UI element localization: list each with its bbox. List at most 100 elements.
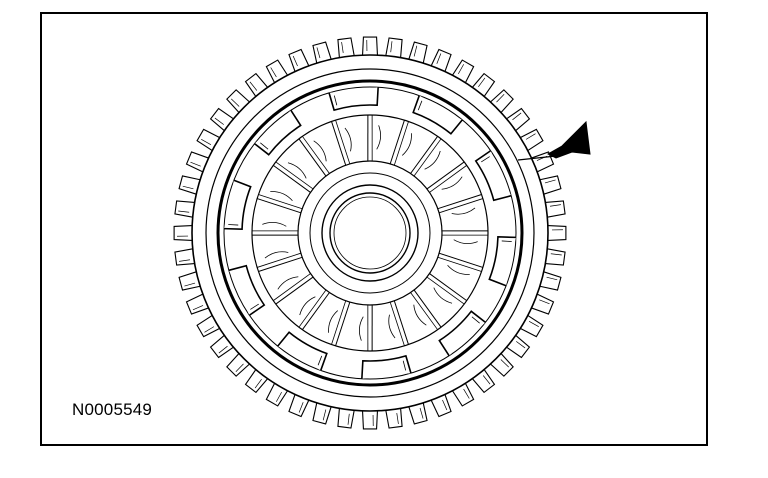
hub-rib <box>437 256 482 272</box>
rib-contour <box>264 251 289 259</box>
tab-edge <box>481 156 490 163</box>
tooth-shading <box>184 282 196 287</box>
spline-tooth <box>490 89 514 113</box>
tooth-shading <box>525 133 536 140</box>
drive-tabs <box>224 87 516 379</box>
tooth-shading <box>396 412 399 424</box>
hub-rib <box>410 292 438 330</box>
figure-id-label: N0005549 <box>72 400 153 419</box>
tooth-shading <box>549 204 561 207</box>
hub-rib <box>410 136 439 174</box>
tab-edge <box>471 316 480 324</box>
tab-edge <box>501 240 512 242</box>
hub-rib <box>298 289 327 328</box>
tooth-shading <box>254 379 262 389</box>
rib-detail <box>262 125 478 341</box>
tooth-shading <box>182 185 194 190</box>
tooth-shading <box>458 64 464 75</box>
tooth-shading <box>192 305 204 311</box>
hub-rib <box>331 121 347 166</box>
spline-tooth <box>531 151 555 173</box>
rib-contour <box>413 304 427 326</box>
spline-tooth <box>226 353 250 377</box>
hub-rib <box>389 119 405 165</box>
spline-tooth <box>196 128 220 151</box>
spline-tooth <box>337 408 355 429</box>
tab-edge <box>333 95 338 106</box>
hub-rib <box>275 161 314 190</box>
tooth-shading <box>436 53 442 64</box>
tab-edge <box>317 355 323 366</box>
tooth-shading <box>190 161 201 167</box>
tooth-shading <box>442 399 448 411</box>
tooth-shading <box>270 67 277 78</box>
tooth-shading <box>201 139 212 145</box>
hub-rib <box>258 256 303 272</box>
tooth-shading <box>413 45 418 57</box>
spline-tooth <box>408 41 428 64</box>
hub-rib <box>393 121 409 166</box>
spline-tooth <box>174 248 195 266</box>
spline-tooth <box>312 402 332 425</box>
drive-tab <box>277 331 328 371</box>
spline-tooth <box>173 224 193 242</box>
tooth-shading <box>292 55 298 67</box>
hub-rib <box>426 161 465 190</box>
snap-ring-inner-edge <box>223 86 517 380</box>
spline-tooth <box>174 200 195 218</box>
tooth-shading <box>347 413 350 425</box>
rib-contour <box>376 125 381 150</box>
tooth-shading <box>298 402 304 413</box>
rib-contour <box>447 264 470 275</box>
snap-ring <box>216 79 524 387</box>
hub-rib <box>301 292 330 330</box>
tooth-shading <box>322 409 327 421</box>
tooth-shading <box>231 98 240 107</box>
hub-rib <box>256 198 302 214</box>
hub-rib <box>438 198 483 214</box>
hub-ring-inner <box>321 184 419 282</box>
rib-contour <box>299 296 316 316</box>
tooth-shading <box>249 81 258 91</box>
hub-rib <box>273 273 311 301</box>
spline-tooth <box>385 408 403 429</box>
spline-tooth <box>430 48 452 72</box>
rib-contour <box>451 207 476 215</box>
hub-ribs <box>252 115 488 351</box>
web-ring <box>251 114 489 352</box>
spline-tooth <box>506 334 531 359</box>
figure-frame: N0005549 <box>40 12 708 446</box>
hub-rib <box>438 252 484 268</box>
drive-tab <box>438 310 486 357</box>
tab-edge <box>402 360 407 371</box>
tooth-shading <box>341 42 344 54</box>
spline-tooth <box>539 271 562 291</box>
spline-tooth <box>520 128 544 151</box>
drive-tab <box>474 150 512 202</box>
tooth-shading <box>478 77 486 87</box>
tab-edge <box>228 224 239 226</box>
hub-rib <box>437 194 482 210</box>
spline-tooth <box>506 107 531 132</box>
spline-tooth <box>185 151 209 173</box>
rib-contour <box>344 127 352 152</box>
hub-rib <box>335 120 351 165</box>
hub-rib <box>257 252 302 268</box>
outer-teeth <box>173 36 567 430</box>
hub-rib <box>298 138 327 177</box>
rib-contour <box>453 239 478 244</box>
spline-tooth <box>361 36 379 56</box>
spline-tooth <box>288 394 310 418</box>
spline-tooth <box>471 369 496 394</box>
tooth-shading <box>218 345 228 354</box>
hub-rib <box>393 300 409 345</box>
rib-contour <box>441 176 463 190</box>
hub-rib <box>426 276 465 305</box>
spline-tooth <box>471 72 496 97</box>
rib-contour <box>277 276 299 290</box>
spline-tooth <box>196 315 220 338</box>
spline-tooth <box>430 394 452 418</box>
tooth-shading <box>500 359 509 368</box>
drive-tab <box>412 95 463 135</box>
tooth-shading <box>204 326 215 333</box>
